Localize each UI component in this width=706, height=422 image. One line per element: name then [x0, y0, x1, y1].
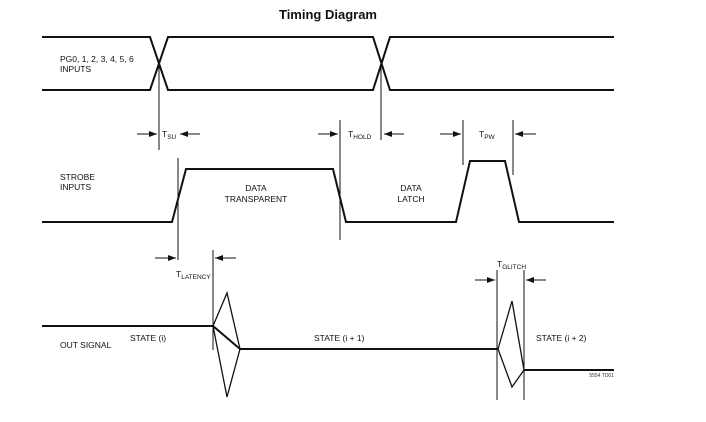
- out-signal-waveform: [42, 290, 614, 398]
- tlatency-label: TLATENCY: [176, 269, 211, 281]
- pgo-label-line1: PG0, 1, 2, 3, 4, 5, 6: [60, 54, 134, 64]
- data-transparent-label-1: DATA: [245, 183, 267, 193]
- strobe-label-line1: STROBE: [60, 172, 95, 182]
- pgo-label-line2: INPUTS: [60, 64, 92, 74]
- tglitch-label: TGLITCH: [497, 259, 526, 271]
- tpw-label: TPW: [479, 129, 496, 141]
- diagram-title: Timing Diagram: [279, 7, 377, 22]
- strobe-waveform: [42, 160, 614, 223]
- thold-label: THOLD: [348, 129, 372, 141]
- data-latch-label-2: LATCH: [397, 194, 424, 204]
- data-latch-label-1: DATA: [400, 183, 422, 193]
- figure-ref-code: 5554 TD01: [589, 373, 614, 379]
- out-signal-label: OUT SIGNAL: [60, 340, 112, 350]
- state-i1-label: STATE (i + 1): [314, 333, 365, 343]
- tsu-label: TSU: [162, 129, 177, 141]
- state-i-label: STATE (i): [130, 333, 166, 343]
- data-transparent-label-2: TRANSPARENT: [225, 194, 288, 204]
- state-i2-label: STATE (i + 2): [536, 333, 587, 343]
- pgo-bus-waveform: [42, 36, 614, 91]
- strobe-label-line2: INPUTS: [60, 182, 92, 192]
